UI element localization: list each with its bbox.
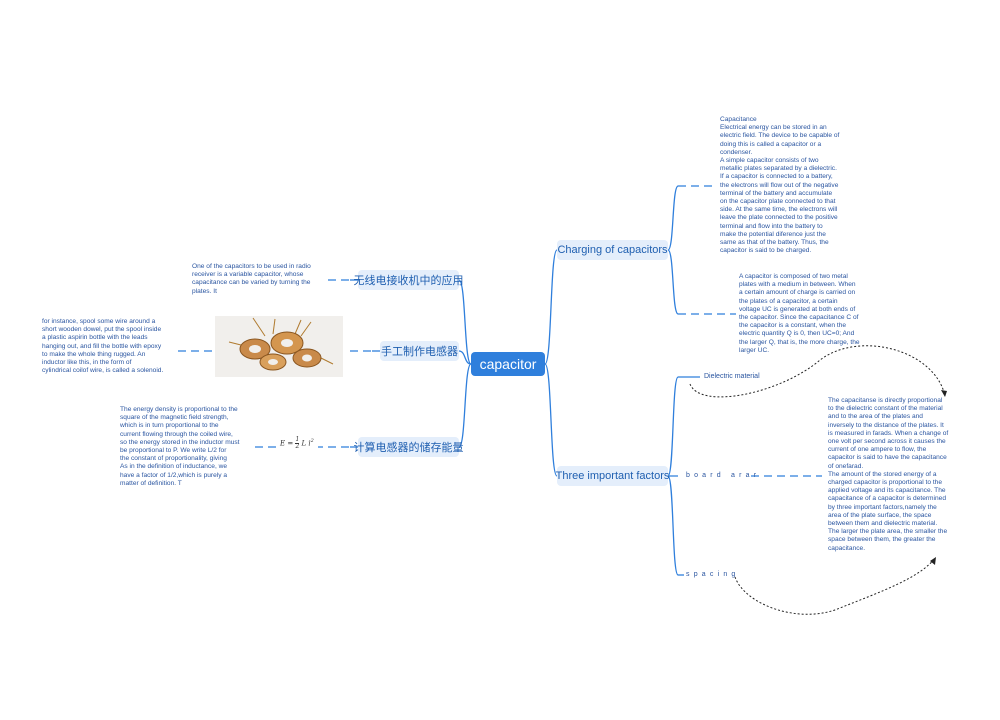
toroid-inductors-image — [228, 317, 334, 371]
relationship-curve-bottom — [734, 557, 936, 615]
leaf-board-area[interactable]: board arar — [686, 472, 761, 479]
link-root-handmade — [458, 350, 472, 365]
energy-formula: E = 1 2 L i2 — [280, 436, 314, 450]
charging-note-capacitance: Capacitance Electrical energy can be sto… — [720, 116, 840, 255]
energy-note: The energy density is proportional to th… — [120, 406, 240, 487]
radio-note: One of the capacitors to be used in radi… — [192, 263, 311, 295]
link-root-charging — [544, 249, 558, 365]
link-charging-bracket — [667, 185, 679, 315]
factors-note: The capacitanse is directly proportional… — [828, 397, 949, 552]
link-factors-bracket — [667, 376, 679, 576]
branch-charging-of-capacitors[interactable]: Charging of capacitors — [557, 240, 668, 260]
link-root-radio — [458, 279, 472, 365]
root-node-capacitor[interactable]: capacitor — [471, 352, 545, 376]
leaf-dielectric-material[interactable]: Dielectric material — [704, 373, 760, 380]
branch-label: 无线电接收机中的应用 — [353, 275, 464, 287]
branch-label: Charging of capacitors — [557, 244, 668, 256]
branch-radio-receiver[interactable]: 无线电接收机中的应用 — [354, 270, 464, 290]
branch-inductor-energy[interactable]: 计算电感器的储存能量 — [354, 437, 464, 457]
link-root-factors — [544, 363, 558, 477]
branch-label: Three important factors — [555, 470, 670, 482]
leaf-spacing[interactable]: spacing — [686, 571, 740, 578]
relationship-curve-top — [689, 345, 946, 398]
handmade-note: for instance, spool some wire around a s… — [42, 318, 164, 375]
branch-three-important-factors[interactable]: Three important factors — [555, 466, 670, 486]
charging-note-composition: A capacitor is composed of two metal pla… — [739, 273, 860, 354]
arrow-head-bottom — [930, 557, 936, 565]
branch-label: 手工制作电感器 — [381, 346, 458, 358]
branch-handmade-inductor[interactable]: 手工制作电感器 — [380, 341, 459, 361]
root-label: capacitor — [479, 356, 537, 372]
inductor-photo — [215, 316, 343, 377]
link-root-energy — [458, 363, 472, 448]
arrow-head-top — [941, 390, 947, 397]
branch-label: 计算电感器的储存能量 — [353, 442, 464, 454]
